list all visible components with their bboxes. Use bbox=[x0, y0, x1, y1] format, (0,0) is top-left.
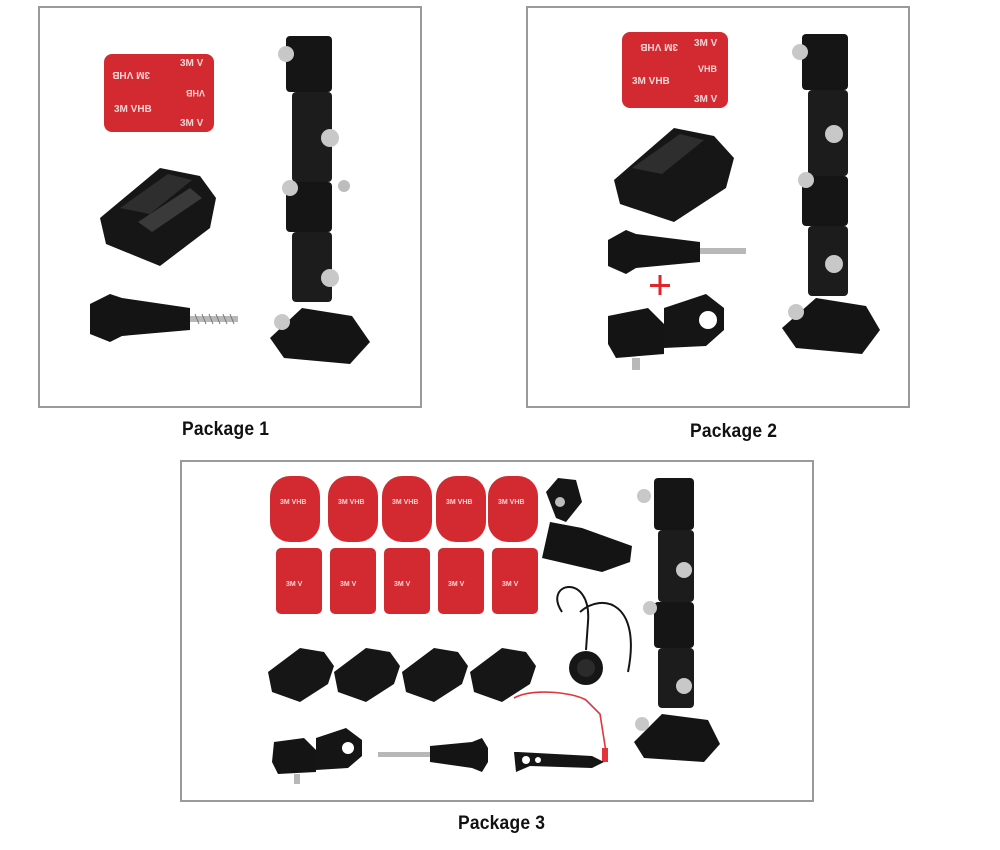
svg-text:3M VHB: 3M VHB bbox=[498, 499, 524, 506]
package-3-panel: 3M VHB 3M VHB 3M VHB 3M VHB 3M VHB 3M V … bbox=[180, 460, 814, 802]
extension-arm-mount bbox=[270, 36, 370, 364]
svg-text:3M VHB: 3M VHB bbox=[114, 104, 152, 115]
svg-text:3M VHB: 3M VHB bbox=[338, 499, 364, 506]
svg-text:3M V: 3M V bbox=[502, 581, 519, 588]
wrench-with-lanyard bbox=[513, 691, 608, 772]
package-3-illustration: 3M VHB 3M VHB 3M VHB 3M VHB 3M VHB 3M V … bbox=[268, 476, 720, 784]
svg-text:3M V: 3M V bbox=[448, 581, 465, 588]
svg-text:VHB: VHB bbox=[185, 88, 205, 98]
tripod-adapter-mount bbox=[272, 728, 362, 784]
svg-text:3M VHB: 3M VHB bbox=[112, 69, 150, 80]
svg-text:3M V: 3M V bbox=[180, 118, 204, 129]
package-2-label: Package 2 bbox=[690, 421, 778, 442]
curved-base-mount bbox=[100, 168, 216, 266]
package-1-label: Package 1 bbox=[182, 419, 270, 440]
rectangular-tape-pads: 3M V 3M V 3M V 3M V 3M V bbox=[276, 548, 538, 614]
svg-text:3M VHB: 3M VHB bbox=[392, 499, 418, 506]
extension-arm-mount bbox=[782, 34, 880, 354]
thumb-screw bbox=[378, 738, 488, 772]
svg-text:3M V: 3M V bbox=[694, 94, 718, 105]
package-2-panel: 3M VHB 3M VHB 3M V 3M V VHB bbox=[526, 6, 910, 408]
thumb-screw bbox=[90, 294, 238, 342]
svg-text:3M V: 3M V bbox=[394, 581, 411, 588]
j-hook-mount bbox=[542, 478, 632, 572]
plus-icon bbox=[650, 275, 670, 295]
oval-tape-pads: 3M VHB 3M VHB 3M VHB 3M VHB 3M VHB bbox=[270, 476, 538, 542]
svg-text:3M V: 3M V bbox=[286, 581, 303, 588]
package-1-panel: 3M VHB 3M VHB 3M V 3M V VHB bbox=[38, 6, 422, 408]
svg-text:3M V: 3M V bbox=[340, 581, 357, 588]
curved-base-mount bbox=[614, 128, 734, 222]
svg-text:3M V: 3M V bbox=[180, 58, 204, 69]
svg-text:3M VHB: 3M VHB bbox=[280, 499, 306, 506]
adhesive-tape-pad: 3M VHB 3M VHB 3M V 3M V VHB bbox=[104, 54, 214, 132]
package-1-illustration: 3M VHB 3M VHB 3M V 3M V VHB bbox=[90, 36, 370, 364]
svg-text:3M V: 3M V bbox=[694, 38, 718, 49]
package-3-label: Package 3 bbox=[458, 813, 546, 834]
adhesive-tape-pad: 3M VHB 3M VHB 3M V 3M V VHB bbox=[622, 32, 728, 108]
thumb-screw bbox=[608, 230, 746, 274]
svg-text:3M VHB: 3M VHB bbox=[640, 41, 678, 52]
tripod-adapter-mount bbox=[608, 294, 724, 370]
svg-text:VHB: VHB bbox=[698, 64, 718, 74]
package-2-illustration: 3M VHB 3M VHB 3M V 3M V VHB bbox=[608, 32, 880, 370]
svg-text:3M VHB: 3M VHB bbox=[632, 76, 670, 87]
tether-cap bbox=[556, 586, 632, 685]
extension-arm-mount bbox=[634, 478, 720, 762]
svg-text:3M VHB: 3M VHB bbox=[446, 499, 472, 506]
curved-base-mounts bbox=[268, 648, 536, 702]
